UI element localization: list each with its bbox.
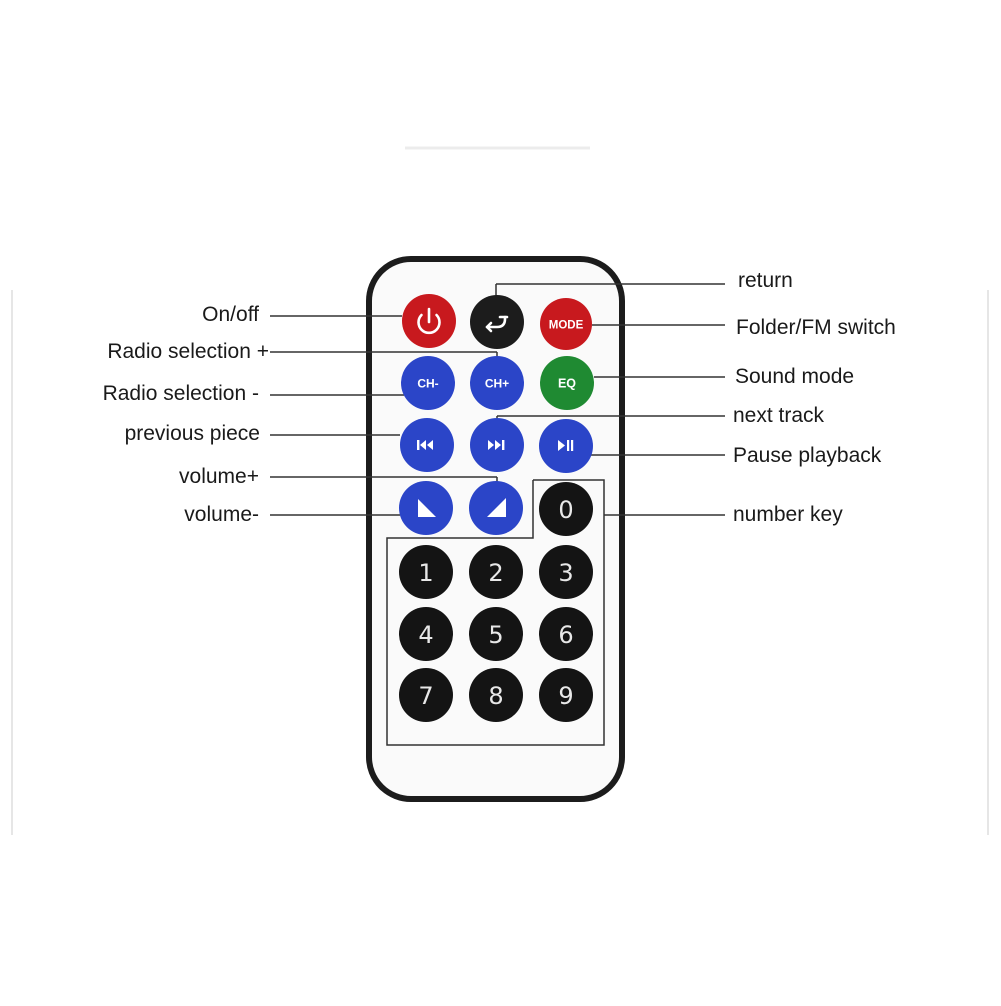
play-pause-icon — [558, 440, 574, 451]
number-key-3[interactable]: 3 — [539, 545, 593, 599]
ch-plus-button[interactable]: CH+ — [470, 356, 524, 410]
label-volume-minus: volume- — [184, 503, 259, 526]
number-key-0[interactable]: 0 — [539, 482, 593, 536]
volume-down-icon — [418, 499, 436, 517]
volume-up-icon — [487, 498, 506, 517]
number-key-6[interactable]: 6 — [539, 607, 593, 661]
number-key-8-label: 8 — [488, 682, 503, 710]
mode-button-label: MODE — [549, 320, 584, 332]
number-key-1-label: 1 — [418, 559, 433, 587]
label-number-key: number key — [733, 503, 843, 526]
label-sound-mode: Sound mode — [735, 365, 855, 388]
mode-button[interactable]: MODE — [540, 298, 592, 350]
number-key-7-label: 7 — [418, 682, 433, 710]
label-folder-fm-switch: Folder/FM switch — [736, 316, 896, 339]
next-track-button[interactable] — [470, 418, 524, 472]
volume-up-button[interactable] — [469, 481, 523, 535]
label-radio-selection-minus: Radio selection - — [102, 382, 259, 405]
label-on-off: On/off — [202, 303, 259, 326]
number-key-4-label: 4 — [418, 621, 433, 649]
number-key-5-label: 5 — [488, 621, 503, 649]
return-button[interactable] — [470, 295, 524, 349]
number-key-1[interactable]: 1 — [399, 545, 453, 599]
ch-plus-label: CH+ — [485, 377, 509, 391]
return-arrow-icon — [485, 315, 509, 333]
label-pause-playback: Pause playback — [733, 444, 882, 467]
power-icon — [417, 307, 441, 335]
eq-button[interactable]: EQ — [540, 356, 594, 410]
volume-down-button[interactable] — [399, 481, 453, 535]
number-key-5[interactable]: 5 — [469, 607, 523, 661]
number-key-3-label: 3 — [558, 559, 573, 587]
number-key-4[interactable]: 4 — [399, 607, 453, 661]
number-key-9[interactable]: 9 — [539, 668, 593, 722]
number-key-bracket — [386, 479, 605, 746]
number-key-9-label: 9 — [558, 682, 573, 710]
number-key-0-label: 0 — [558, 496, 573, 524]
label-radio-selection-plus: Radio selection + — [107, 340, 269, 363]
label-next-track: next track — [733, 404, 825, 427]
number-key-2-label: 2 — [488, 559, 503, 587]
label-return: return — [738, 269, 793, 292]
previous-track-button[interactable] — [400, 418, 454, 472]
ch-minus-button[interactable]: CH- — [401, 356, 455, 410]
eq-label: EQ — [558, 377, 576, 391]
previous-track-icon — [417, 440, 433, 450]
label-previous-piece: previous piece — [124, 422, 260, 445]
label-volume-plus: volume+ — [179, 465, 259, 488]
play-pause-button[interactable] — [539, 419, 593, 473]
leader-lines — [270, 283, 725, 516]
next-track-icon — [488, 440, 505, 450]
number-key-2[interactable]: 2 — [469, 545, 523, 599]
number-key-7[interactable]: 7 — [399, 668, 453, 722]
ch-minus-label: CH- — [417, 377, 438, 391]
number-key-8[interactable]: 8 — [469, 668, 523, 722]
number-key-6-label: 6 — [558, 621, 573, 649]
power-button[interactable] — [402, 294, 456, 348]
